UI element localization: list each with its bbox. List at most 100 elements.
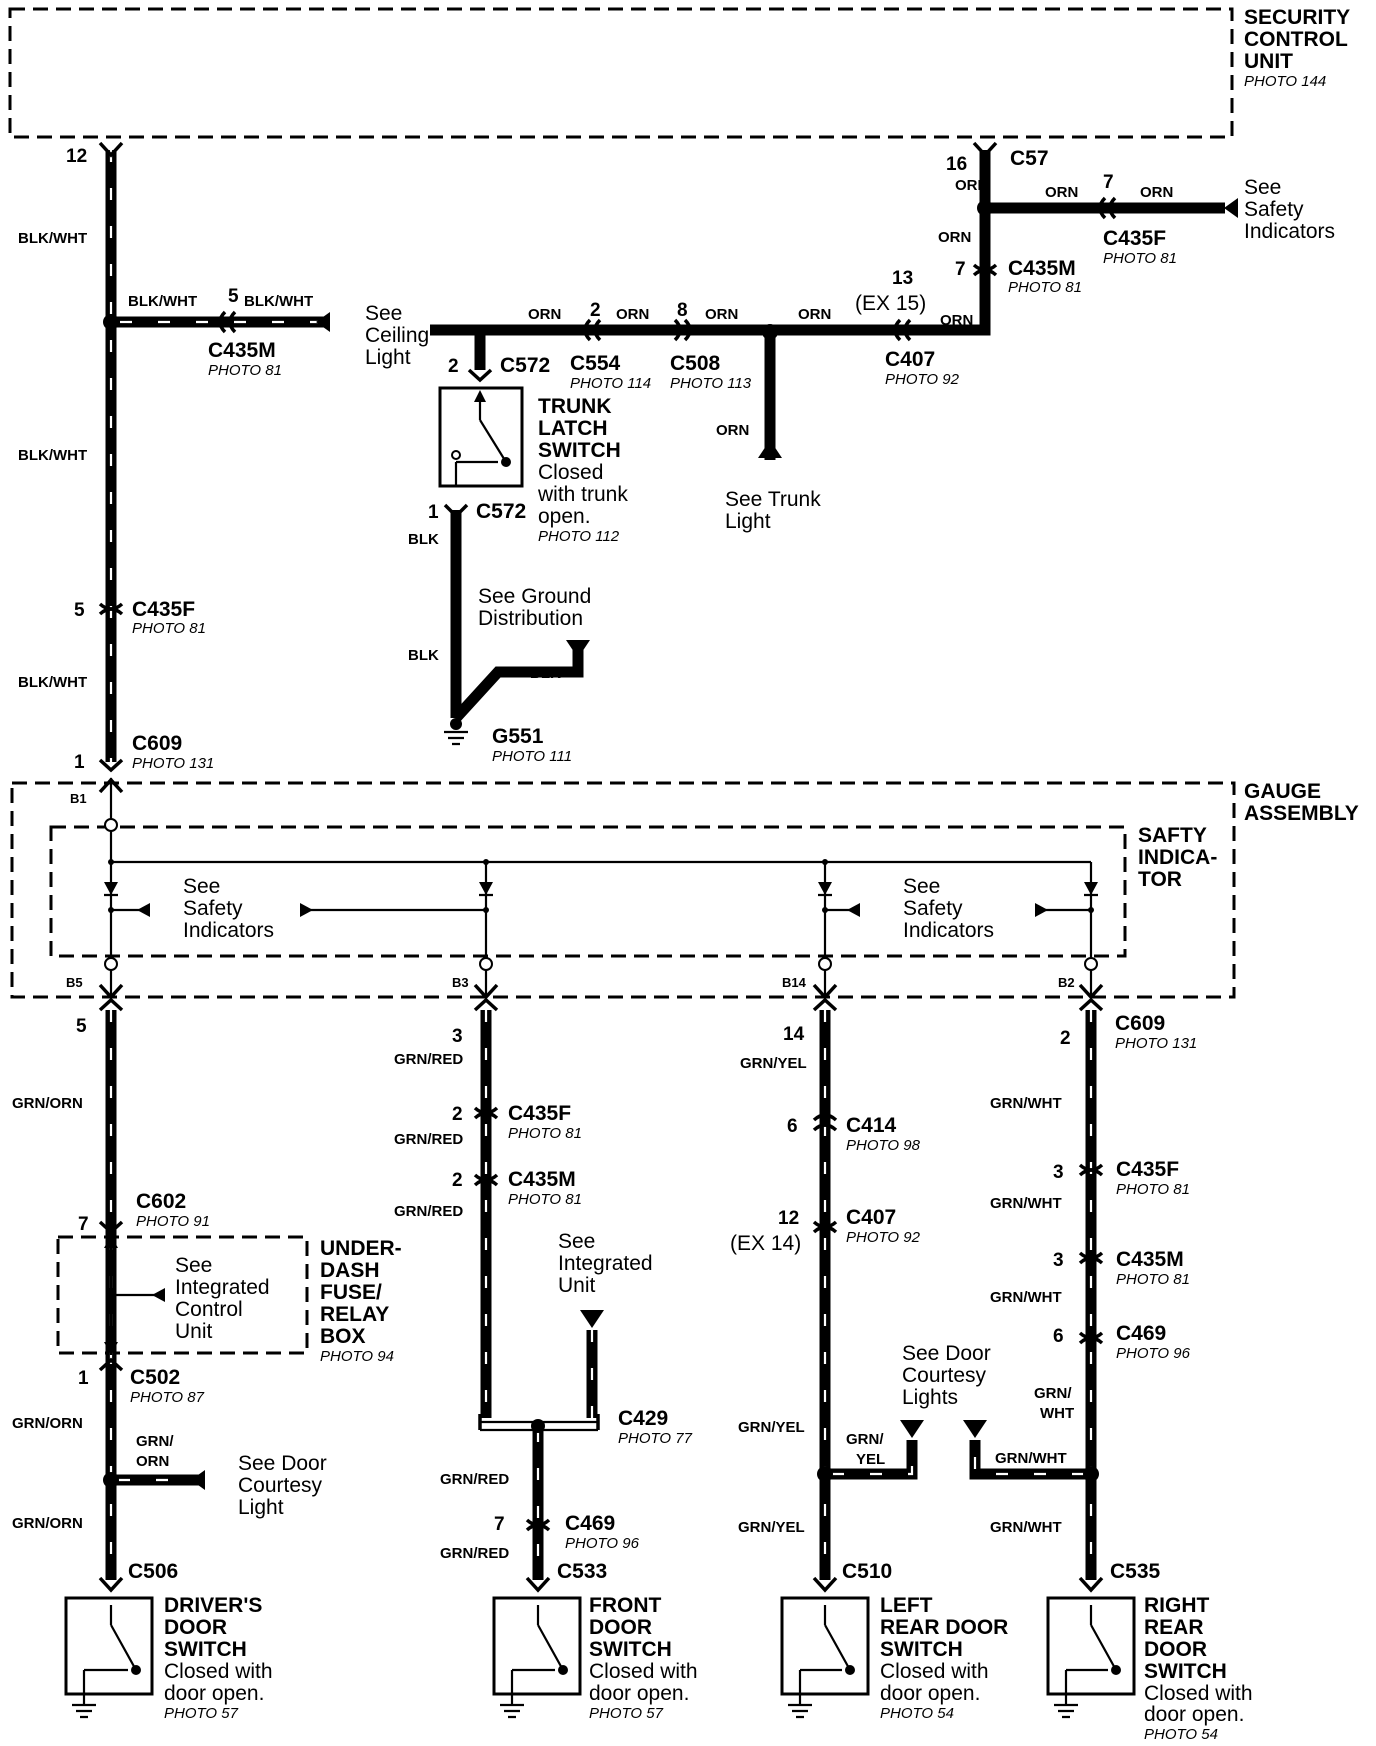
underdash-photo: PHOTO 94 bbox=[320, 1348, 394, 1365]
ref-icu-1: See bbox=[175, 1254, 212, 1277]
c572-top-pin: 2 bbox=[448, 356, 459, 377]
ref-ceiling-1: See bbox=[365, 302, 402, 325]
wire-label: GRN/RED bbox=[394, 1131, 463, 1148]
wire-label: GRN/RED bbox=[440, 1545, 509, 1562]
c407-b14-name: C407 bbox=[846, 1206, 896, 1229]
wire-label: GRN/ORN bbox=[12, 1415, 83, 1432]
switch-front bbox=[492, 1596, 582, 1719]
trunk-switch-symbol bbox=[438, 386, 524, 488]
ref-trunk-light-1: See Trunk bbox=[725, 488, 821, 511]
splice-dots bbox=[103, 200, 1099, 1488]
wire-label: ORN bbox=[938, 229, 971, 246]
leftrear-desc-1: Closed with bbox=[880, 1660, 989, 1683]
c469-b2-pin: 6 bbox=[1053, 1326, 1064, 1347]
ref-safety-right-2: Safety bbox=[903, 897, 963, 920]
c407-top-pin: 13 bbox=[892, 268, 913, 289]
c572-top-name: C572 bbox=[500, 354, 550, 377]
rightrear-label-2: REAR bbox=[1144, 1616, 1204, 1639]
rightrear-label-4: SWITCH bbox=[1144, 1660, 1227, 1683]
wire-label: BLK/WHT bbox=[18, 230, 87, 247]
ref-ceiling-2: Ceiling bbox=[365, 324, 429, 347]
c435f-top-pin: 7 bbox=[1103, 172, 1114, 193]
trunk-label-3: SWITCH bbox=[538, 439, 621, 462]
underdash-fuse-relay-box bbox=[56, 1235, 309, 1355]
ref-icu-2: Integrated bbox=[175, 1276, 270, 1299]
wire-label: GRN/RED bbox=[394, 1203, 463, 1220]
c435m-left-photo: PHOTO 81 bbox=[208, 362, 282, 379]
c469-b3-photo: PHOTO 96 bbox=[565, 1535, 640, 1552]
wire-label: GRN/ bbox=[846, 1431, 884, 1448]
c502-pin: 1 bbox=[78, 1368, 89, 1389]
c435m-left-name: C435M bbox=[208, 339, 276, 362]
c602-photo: PHOTO 91 bbox=[136, 1213, 210, 1230]
c502-name: C502 bbox=[130, 1366, 180, 1389]
c572-bot-pin: 1 bbox=[428, 502, 439, 523]
safety-label-2: INDICA- bbox=[1138, 846, 1217, 869]
security-control-unit bbox=[8, 7, 1234, 139]
trunk-photo: PHOTO 112 bbox=[538, 528, 620, 545]
wire-label: ORN bbox=[705, 306, 738, 323]
ref-courtesy-lights-3: Lights bbox=[902, 1386, 958, 1409]
wire-label: BLK/WHT bbox=[18, 674, 87, 691]
driver-desc-1: Closed with bbox=[164, 1660, 273, 1683]
c429-hooks bbox=[478, 1414, 600, 1430]
c435f-b3-name: C435F bbox=[508, 1102, 571, 1125]
wire-label: BLK/WHT bbox=[128, 293, 197, 310]
c508-photo: PHOTO 113 bbox=[670, 375, 752, 392]
c435f-b2-name: C435F bbox=[1116, 1158, 1179, 1181]
c435f-b3-pin: 2 bbox=[452, 1104, 463, 1125]
ref-ground-1: See Ground bbox=[478, 585, 591, 608]
underdash-label-4: RELAY bbox=[320, 1303, 389, 1326]
leftrear-label-3: SWITCH bbox=[880, 1638, 963, 1661]
wire-b14 bbox=[819, 1010, 918, 1580]
pin-b1: B1 bbox=[70, 791, 87, 806]
c435m-top-pin: 7 bbox=[955, 259, 966, 280]
wire-b3 bbox=[480, 1010, 598, 1580]
rightrear-desc-1: Closed with bbox=[1144, 1682, 1253, 1705]
ref-iu-3: Unit bbox=[558, 1274, 596, 1297]
trunk-desc-3: open. bbox=[538, 505, 591, 528]
pin-14: 14 bbox=[783, 1024, 805, 1045]
ref-courtesy-lights-1: See Door bbox=[902, 1342, 991, 1365]
wire-label: GRN/ bbox=[136, 1433, 174, 1450]
wire-label: WHT bbox=[1040, 1405, 1074, 1422]
pin-3: 3 bbox=[452, 1026, 463, 1047]
ref-safety-left-1: See bbox=[183, 875, 220, 898]
wire-label: GRN/RED bbox=[440, 1471, 509, 1488]
wire-label: ORN bbox=[528, 306, 561, 323]
wire-label: GRN/ bbox=[1034, 1385, 1072, 1402]
c435f-b3-photo: PHOTO 81 bbox=[508, 1125, 582, 1142]
c435m-left-pin: 5 bbox=[228, 286, 239, 307]
ref-iu-2: Integrated bbox=[558, 1252, 653, 1275]
driver-photo: PHOTO 57 bbox=[164, 1705, 239, 1722]
switch-left-rear bbox=[780, 1596, 870, 1719]
c435m-b2-photo: PHOTO 81 bbox=[1116, 1271, 1190, 1288]
c435f-b2-photo: PHOTO 81 bbox=[1116, 1181, 1190, 1198]
ref-iu-1: See bbox=[558, 1230, 595, 1253]
c533-name: C533 bbox=[557, 1560, 607, 1583]
c435m-top-photo: PHOTO 81 bbox=[1008, 279, 1082, 296]
c414-pin: 6 bbox=[787, 1116, 798, 1137]
wire-label: GRN/ORN bbox=[12, 1515, 83, 1532]
c554-pin: 2 bbox=[590, 300, 601, 321]
ref-courtesy-1: See Door bbox=[238, 1452, 327, 1475]
security-label-2: CONTROL bbox=[1244, 28, 1348, 51]
c554-name: C554 bbox=[570, 352, 621, 375]
ref-icu-3: Control bbox=[175, 1298, 243, 1321]
pin-b5: B5 bbox=[66, 975, 83, 990]
c435m-top-name: C435M bbox=[1008, 257, 1076, 280]
c435f-top-name: C435F bbox=[1103, 227, 1166, 250]
c535-name: C535 bbox=[1110, 1560, 1161, 1583]
wire-label: GRN/WHT bbox=[990, 1195, 1062, 1212]
wire-label: BLK bbox=[408, 531, 439, 548]
front-desc-2: door open. bbox=[589, 1682, 689, 1705]
c407-b14-ex: (EX 14) bbox=[730, 1232, 801, 1255]
ref-safety-right-1: See bbox=[903, 875, 940, 898]
trunk-desc-2: with trunk bbox=[537, 483, 628, 506]
trunk-label-1: TRUNK bbox=[538, 395, 612, 418]
wire-label: GRN/YEL bbox=[740, 1055, 807, 1072]
c609-top-name: C609 bbox=[132, 732, 182, 755]
driver-desc-2: door open. bbox=[164, 1682, 264, 1705]
wire-label: ORN bbox=[1045, 184, 1078, 201]
